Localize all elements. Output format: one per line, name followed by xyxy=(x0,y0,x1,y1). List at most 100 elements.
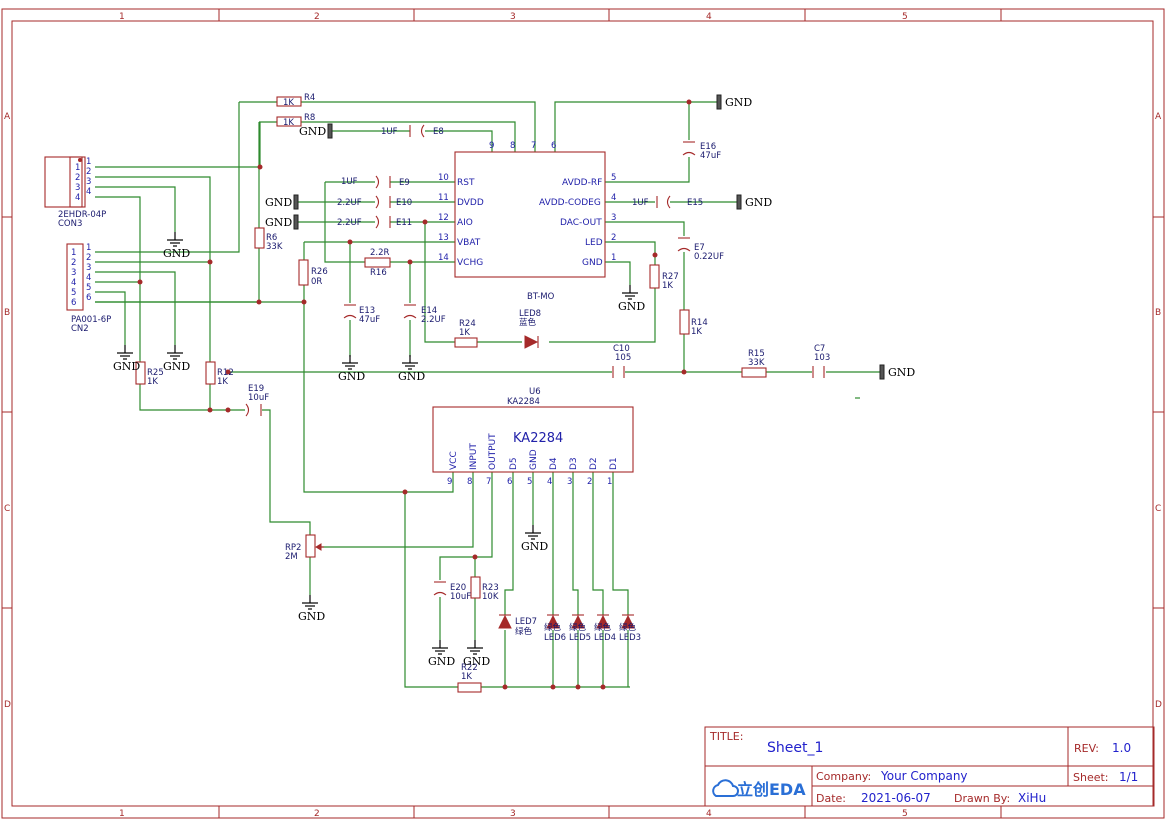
con3-pin-1: 1 xyxy=(75,163,80,173)
capacitor-e10[interactable]: 2.2UF E10 xyxy=(337,195,412,209)
led5[interactable]: 绿色 LED5 xyxy=(569,614,591,643)
u6-pin-8: 8 xyxy=(467,477,472,487)
bt-pin-9: 9 xyxy=(489,141,494,151)
svg-text:1UF: 1UF xyxy=(381,127,398,137)
capacitor-e19[interactable]: E19 10uF xyxy=(245,384,269,417)
u6-ka2284[interactable]: U6 KA2284 KA2284 xyxy=(432,387,634,473)
rev-label: REV: xyxy=(1074,742,1099,755)
capacitor-e13[interactable]: E13 47uF xyxy=(343,304,380,325)
bt-module[interactable]: BT-MO RST DVDD AIO VBAT VCHG 10 11 12 13… xyxy=(438,141,616,302)
resistor-r14[interactable]: R14 1K xyxy=(679,309,708,337)
capacitor-e16[interactable]: E16 47uF xyxy=(682,141,721,161)
gnd-symbol-e13-label: GND xyxy=(338,370,365,383)
svg-text:2.2UF: 2.2UF xyxy=(337,198,362,208)
gnd-symbol-c7-label: GND xyxy=(888,366,915,379)
cn2-connector[interactable]: 1 2 3 4 5 6 1 2 3 4 5 6 PA001-6P CN2 xyxy=(66,243,111,334)
svg-text:1K: 1K xyxy=(662,281,673,291)
u6-value: KA2284 xyxy=(507,397,540,407)
capacitor-e7[interactable]: E7 0.22UF xyxy=(677,237,724,262)
bt-pin-5: 5 xyxy=(611,173,616,183)
resistor-r24[interactable]: R24 1K xyxy=(454,319,478,348)
u6-pin-name-input: INPUT xyxy=(469,443,479,470)
zone-labels: 1 2 3 4 5 1 2 3 4 5 A B C D A B C D xyxy=(4,12,1162,819)
con3-pin1-marker xyxy=(78,158,82,162)
svg-text:105: 105 xyxy=(615,353,631,363)
u6-pin-3: 3 xyxy=(567,477,572,487)
capacitor-e9[interactable]: 1UF E9 xyxy=(341,175,410,189)
resistor-r12[interactable]: R12 1K xyxy=(205,361,234,387)
svg-text:1K: 1K xyxy=(217,377,228,387)
led4[interactable]: 绿色 LED4 xyxy=(594,614,616,643)
svg-text:LED8: LED8 xyxy=(519,309,541,319)
gnd-symbol-e10: GND xyxy=(265,194,299,210)
zone-col-2-bottom: 2 xyxy=(314,809,320,819)
gnd-symbol-cn2-b-label: GND xyxy=(163,360,190,373)
u6-pin-name-gnd: GND xyxy=(529,449,539,470)
u6-pin-4: 4 xyxy=(547,477,552,487)
svg-text:1K: 1K xyxy=(691,327,702,337)
svg-text:LED4: LED4 xyxy=(594,633,616,643)
svg-text:R8: R8 xyxy=(304,113,315,123)
resistor-r25[interactable]: R25 1K xyxy=(135,361,164,387)
con3-pin-4: 4 xyxy=(75,193,80,203)
resistor-r6[interactable]: R6 33K xyxy=(254,227,283,252)
gnd-symbol-u6: GND xyxy=(521,525,548,553)
gnd-symbol-e16-label: GND xyxy=(725,96,752,109)
capacitor-c7[interactable]: C7 103 xyxy=(812,344,830,378)
resistor-r15[interactable]: R15 33K xyxy=(741,349,767,378)
con3-ref: CON3 xyxy=(58,219,82,229)
resistors: 1K R4 1K R8 R6 33K 2.2R R16 R26 0R R27 1… xyxy=(135,93,767,693)
svg-text:1K: 1K xyxy=(459,328,470,338)
bt-pin-6: 6 xyxy=(551,141,556,151)
cn2-pin-3: 3 xyxy=(71,268,76,278)
resistor-r8[interactable]: 1K R8 xyxy=(276,113,315,128)
svg-text:33K: 33K xyxy=(748,358,765,368)
capacitor-e11[interactable]: 2.2UF E11 xyxy=(337,215,412,229)
resistor-r27[interactable]: R27 1K xyxy=(649,264,679,291)
svg-text:33K: 33K xyxy=(266,242,283,252)
cn2-pin-out-5: 5 xyxy=(86,283,91,293)
u6-pin-1: 1 xyxy=(607,477,612,487)
led8[interactable]: LED8 蓝色 xyxy=(519,309,541,349)
resistor-r26[interactable]: R26 0R xyxy=(298,259,328,287)
zone-col-1-bottom: 1 xyxy=(119,809,125,819)
svg-text:R6: R6 xyxy=(266,233,277,243)
led7[interactable]: LED7 绿色 xyxy=(498,614,537,637)
capacitor-e20[interactable]: E20 10uF xyxy=(433,581,471,602)
rev-value: 1.0 xyxy=(1112,741,1131,755)
cn2-pin-4: 4 xyxy=(71,278,76,288)
bt-module-body xyxy=(454,151,606,278)
gnd-symbol-rp2-label: GND xyxy=(298,610,325,623)
gnd-symbol-e11: GND xyxy=(265,214,299,230)
resistor-r22[interactable]: R22 1K xyxy=(457,663,482,693)
svg-text:R27: R27 xyxy=(662,272,679,282)
led3[interactable]: 绿色 LED3 xyxy=(619,614,641,643)
resistor-r16[interactable]: 2.2R R16 xyxy=(364,248,391,278)
led6[interactable]: 绿色 LED6 xyxy=(544,614,566,643)
gnd-symbol-bt: GND xyxy=(618,285,645,313)
u6-pin-name-d1: D1 xyxy=(609,457,619,470)
bt-pin-4: 4 xyxy=(611,193,616,203)
resistor-r23[interactable]: R23 10K xyxy=(470,576,499,602)
bt-pin-dac-out-name: DAC-OUT xyxy=(560,218,602,228)
potentiometer-rp2[interactable]: RP2 2M xyxy=(285,534,324,562)
capacitor-e8[interactable]: 1UF E8 xyxy=(381,124,444,138)
capacitor-c10[interactable]: C10 105 xyxy=(612,344,631,378)
resistor-r4[interactable]: 1K R4 xyxy=(276,93,315,108)
gnd-symbol-bt-label: GND xyxy=(618,300,645,313)
gnd-symbol-e13: GND xyxy=(338,355,365,383)
bt-pin-gnd-name: GND xyxy=(582,258,603,268)
gnd-symbol-cn2-a: GND xyxy=(113,345,140,373)
gnd-symbol-con3: GND xyxy=(163,232,190,260)
gnd-symbol-e10-label: GND xyxy=(265,196,292,209)
svg-text:蓝色: 蓝色 xyxy=(519,317,537,328)
gnd-symbol-con3-label: GND xyxy=(163,247,190,260)
con3-pin-out-2: 2 xyxy=(86,167,91,177)
zone-col-4-bottom: 4 xyxy=(706,809,712,819)
bt-pin-rst-name: RST xyxy=(457,178,475,188)
zone-col-3-bottom: 3 xyxy=(510,809,516,819)
capacitor-e15[interactable]: 1UF E15 xyxy=(632,195,703,209)
capacitor-e14[interactable]: E14 2.2UF xyxy=(403,304,446,325)
con3-connector[interactable]: 1 2 3 4 1 2 3 4 2EHDR-04P CON3 xyxy=(44,156,106,229)
